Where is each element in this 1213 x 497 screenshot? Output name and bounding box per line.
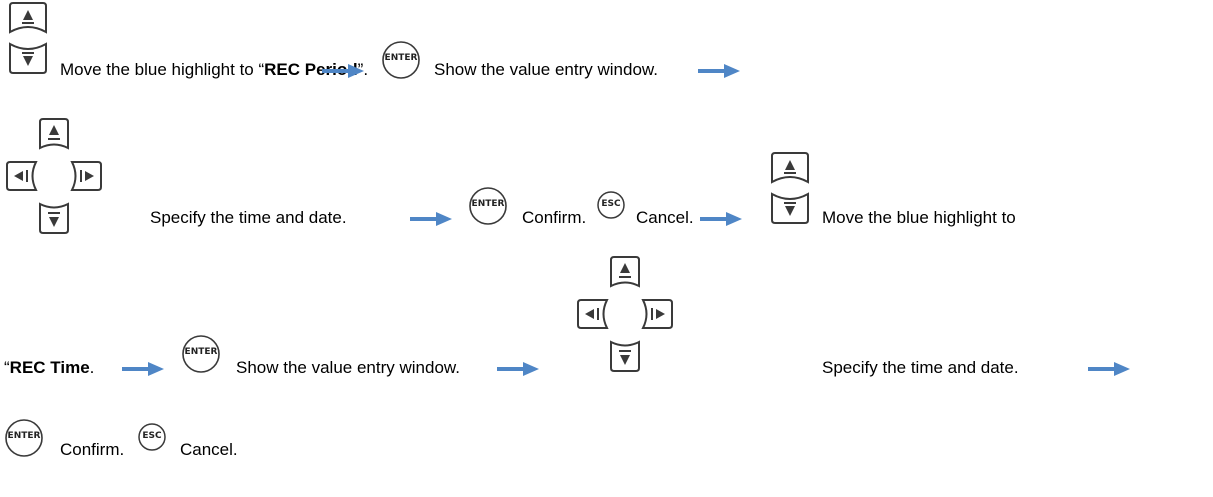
- instruction-confirm: Confirm.: [60, 440, 125, 459]
- four-way-keys-icon: [6, 118, 102, 234]
- enter-button-icon: ENTER: [381, 40, 421, 80]
- right-arrow-icon: [410, 212, 452, 226]
- instruction-specify-time-date: Specify the time and date.: [822, 358, 1019, 377]
- right-arrow-icon: [322, 64, 364, 78]
- instruction-show-entry-window: Show the value entry window.: [434, 60, 658, 79]
- instruction-move-rec-period: Move the blue highlight to “REC Period”.: [60, 60, 369, 79]
- right-arrow-icon: [122, 362, 164, 376]
- enter-button-icon: ENTER: [181, 334, 221, 374]
- instruction-cancel: Cancel.: [180, 440, 238, 459]
- enter-button-icon: ENTER: [468, 186, 508, 226]
- up-down-keys-icon: [766, 152, 814, 224]
- up-down-keys-icon: [4, 2, 52, 74]
- right-arrow-icon: [700, 212, 742, 226]
- right-arrow-icon: [497, 362, 539, 376]
- instruction-show-entry-window: Show the value entry window.: [236, 358, 460, 377]
- right-arrow-icon: [698, 64, 740, 78]
- instruction-confirm: Confirm.: [522, 208, 587, 227]
- instruction-rec-time: “REC Time.: [4, 358, 95, 377]
- esc-button-icon: ESC: [596, 190, 626, 220]
- instruction-move-highlight: Move the blue highlight to: [822, 208, 1016, 227]
- four-way-keys-icon: [577, 256, 673, 372]
- esc-button-icon: ESC: [137, 422, 167, 452]
- instruction-cancel: Cancel.: [636, 208, 694, 227]
- instruction-specify-time-date: Specify the time and date.: [150, 208, 347, 227]
- right-arrow-icon: [1088, 362, 1130, 376]
- enter-button-icon: ENTER: [4, 418, 44, 458]
